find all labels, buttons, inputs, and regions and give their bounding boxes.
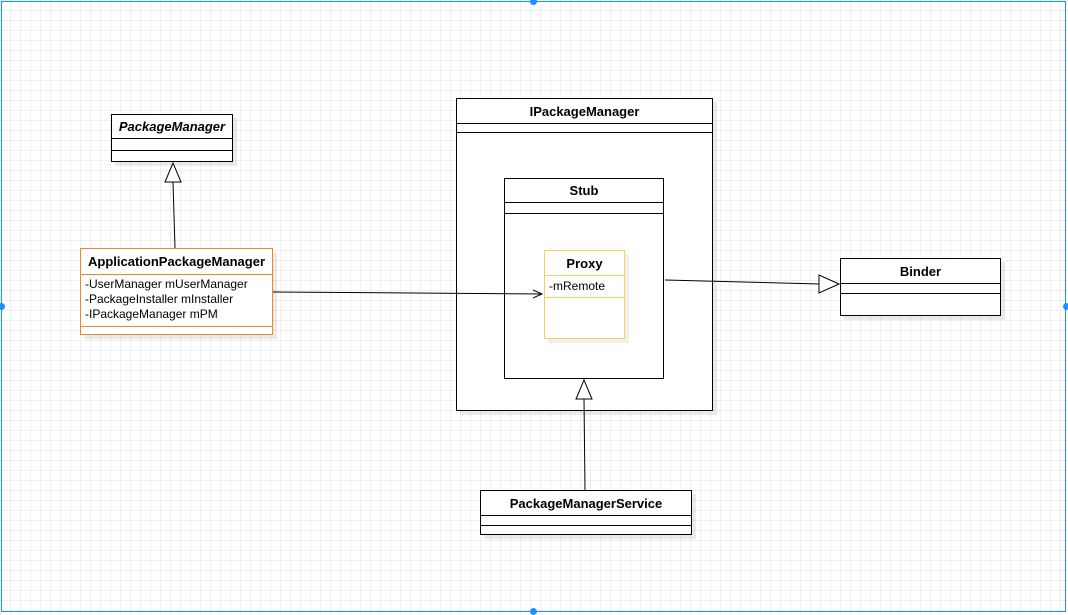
class-attributes: -UserManager mUserManager -PackageInstal… <box>81 275 272 327</box>
class-name: PackageManagerService <box>481 491 691 516</box>
class-attributes <box>481 516 691 526</box>
class-name: Proxy <box>545 251 624 276</box>
generalization-arrowhead <box>164 161 182 183</box>
class-attributes <box>505 203 663 214</box>
attribute: -UserManager mUserManager <box>85 277 248 291</box>
class-attributes: -mRemote <box>545 276 624 298</box>
class-package-manager[interactable]: PackageManager <box>111 114 233 162</box>
resize-handle-bottom[interactable] <box>530 608 537 615</box>
attribute: -mRemote <box>549 279 606 293</box>
class-binder[interactable]: Binder <box>840 258 1001 316</box>
class-application-package-manager[interactable]: ApplicationPackageManager -UserManager m… <box>80 248 273 335</box>
generalization-arrowhead <box>818 274 841 294</box>
generalization-line[interactable] <box>172 181 176 249</box>
class-name: IPackageManager <box>457 99 712 124</box>
class-name: PackageManager <box>112 115 232 139</box>
class-name: Binder <box>841 259 1000 284</box>
class-proxy[interactable]: Proxy -mRemote <box>544 250 625 339</box>
class-name: ApplicationPackageManager <box>81 249 272 275</box>
resize-handle-left[interactable] <box>0 303 5 310</box>
attribute: -PackageInstaller mInstaller <box>85 292 234 306</box>
class-name: Stub <box>505 179 663 203</box>
class-attributes <box>841 284 1000 294</box>
generalization-arrowhead <box>575 378 593 400</box>
class-package-manager-service[interactable]: PackageManagerService <box>480 490 692 535</box>
attribute: -IPackageManager mPM <box>85 307 218 321</box>
resize-handle-right[interactable] <box>1063 303 1068 310</box>
generalization-line[interactable] <box>664 279 821 285</box>
association-line[interactable] <box>272 292 542 294</box>
generalization-line[interactable] <box>583 398 586 491</box>
class-attributes <box>112 139 232 151</box>
resize-handle-top[interactable] <box>530 0 537 5</box>
class-attributes <box>457 124 712 133</box>
